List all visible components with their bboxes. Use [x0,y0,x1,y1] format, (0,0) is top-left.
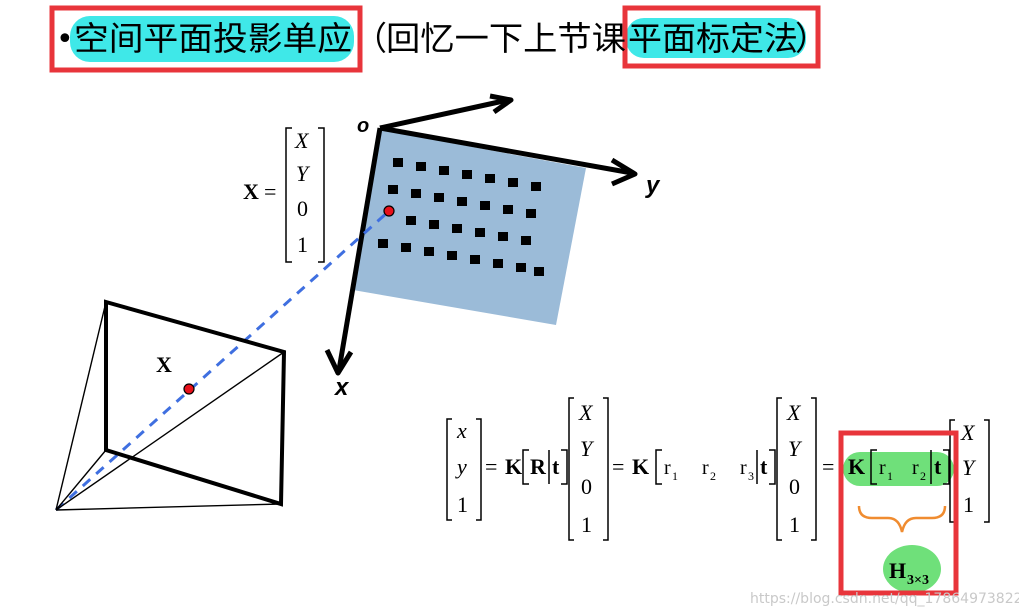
vec4-entry: 1 [581,512,592,537]
image-point-marker [183,383,195,395]
t-vector-2: t [760,454,768,479]
H-subscript: 3×3 [907,573,929,588]
topic-box [49,5,363,73]
r1: r [664,457,671,479]
checker-dots [378,158,544,276]
world-entry: 1 [297,232,308,257]
lhs-entry: y [455,454,467,479]
axis-z [379,97,509,131]
K-1: K [505,454,522,479]
vec4-entry: X [578,400,594,425]
H-label: H [889,558,906,583]
vec4-entry: X [786,400,802,425]
projection-ray [54,209,391,512]
image-plane [104,299,287,507]
vec3-entry: Y [962,455,977,480]
left-bracket [285,127,292,263]
title-paren-open: （ [354,19,387,58]
eq-sign-1: = [485,454,497,479]
axis-x-arrow [324,348,354,376]
world-point-marker [383,205,395,217]
title-bullet: • [56,22,74,57]
x-axis-label: x [333,374,350,401]
title-method: 平面标定法 [628,19,798,58]
axis-y-arrow [610,157,638,187]
right-bracket [318,127,325,263]
t-vector-1: t [552,454,560,479]
axis-y [379,125,633,176]
h-r1: r [879,457,886,479]
vec4-entry: 0 [789,474,800,499]
r3-sub: 3 [748,469,754,483]
K-3: K [848,454,865,479]
image-point-label: X [156,352,172,377]
origin-label: o [357,115,369,137]
y-axis-label: y [645,172,661,199]
homography-equation: x y 1 = K R t X Y 0 1 = K r 1 r 2 r 3 t … [446,397,990,596]
topic-highlight [70,16,354,62]
plane-surface [353,130,586,325]
vec4-entry: 1 [789,512,800,537]
h-r1-sub: 1 [887,469,893,483]
vec4-entry: Y [580,436,595,461]
r1-sub: 1 [672,469,678,483]
r2-sub: 2 [710,469,716,483]
underbrace [857,505,947,533]
homography-box [838,430,959,596]
vec4-entry: 0 [581,474,592,499]
title-topic: 空间平面投影单应 [74,19,352,58]
world-entry: 0 [297,196,308,221]
world-point-label: X [243,179,259,204]
axis-x [336,127,383,371]
title-recall: 回忆一下上节课 [386,19,626,58]
world-point-vector: X = X Y 0 1 [243,127,325,263]
watermark: https://blog.csdn.net/qq_17864973822 [750,591,1019,607]
R-matrix: R [530,454,547,479]
calibration-plane: o y x [324,93,661,401]
axis-z-arrow [489,93,514,115]
K-2: K [632,454,649,479]
camera-frustum: X [54,209,391,512]
eq-sign-3: = [822,454,834,479]
h-r2: r [912,457,919,479]
world-entry: Y [296,161,311,186]
lhs-entry: 1 [457,492,468,517]
title-paren-close: ） [795,19,828,58]
r2: r [702,457,709,479]
vec4-entry: Y [788,436,803,461]
world-point-eq: = [264,179,276,204]
vec3-entry: X [960,420,976,445]
method-highlight [626,18,806,58]
method-box [622,5,821,69]
title-line: • 空间平面投影单应 （ 回忆一下上节课 平面标定法 ） [49,5,828,73]
h-r2-sub: 2 [920,469,926,483]
H-highlight [883,545,941,593]
eq-sign-2: = [612,454,624,479]
vec3-entry: 1 [963,492,974,517]
h-t: t [934,454,942,479]
lhs-entry: x [456,418,467,443]
r3: r [740,457,747,479]
world-entry: X [294,128,310,153]
